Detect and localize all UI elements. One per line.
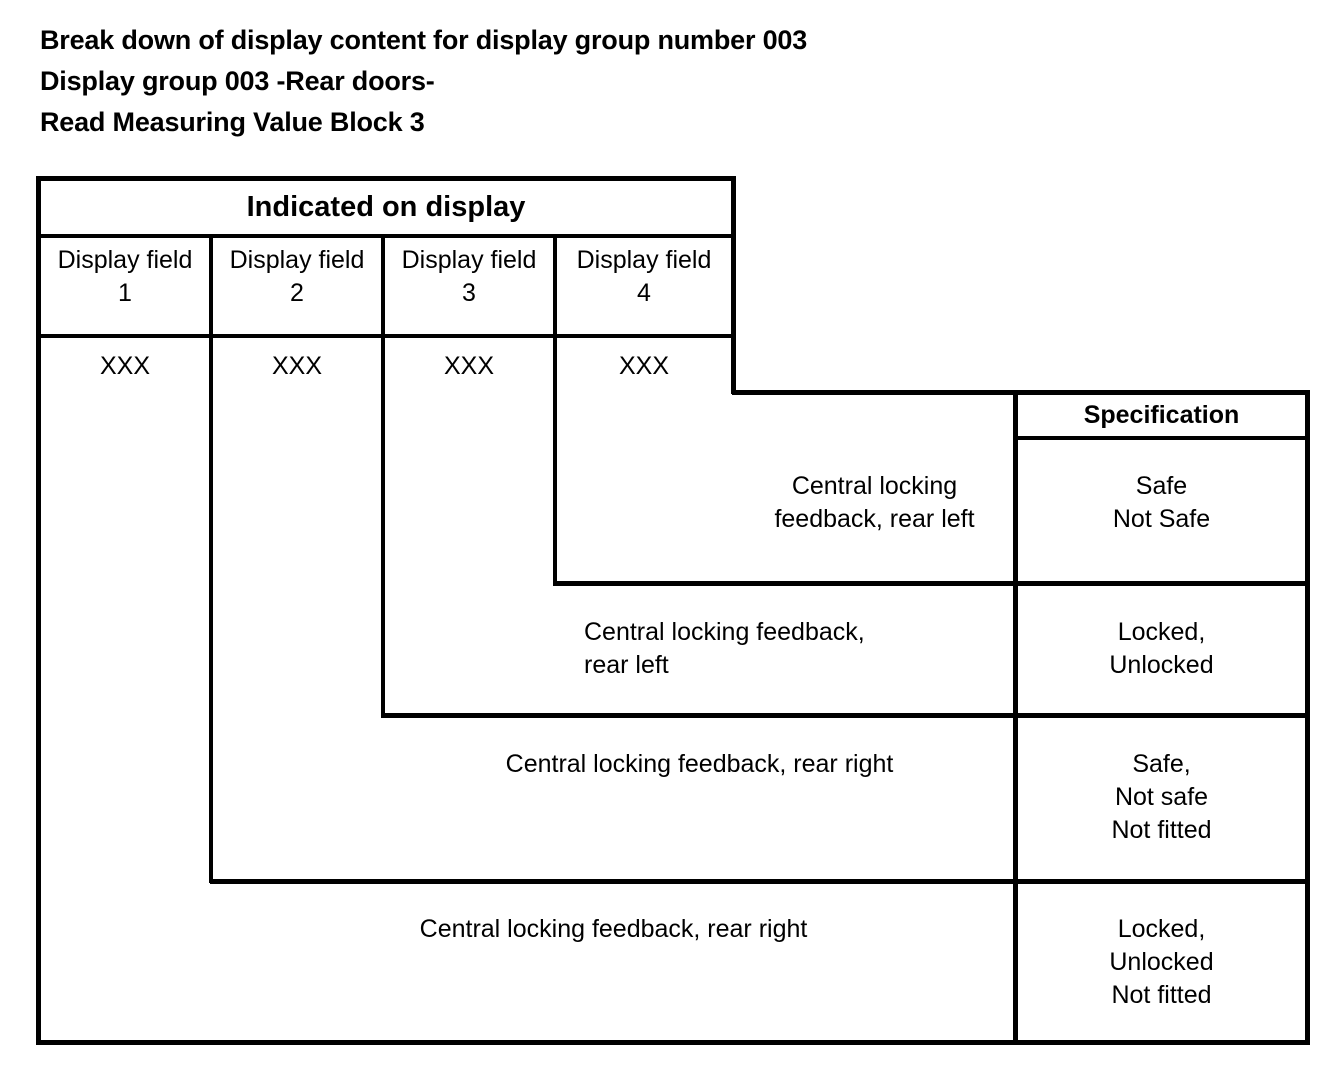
display-field-2-number: 2 xyxy=(290,279,304,307)
divider-field4-right xyxy=(731,176,736,394)
row-4-description: Central locking feedback, rear right xyxy=(214,913,1013,1033)
display-field-1-value: XXX xyxy=(99,352,151,380)
row-3-spec-line-2: Not safe xyxy=(1114,783,1209,811)
row-3-specification: Safe, Not safe Not fitted xyxy=(1018,748,1305,868)
row-1-description-line-2: feedback, rear left xyxy=(774,505,975,533)
table-border-right xyxy=(1305,390,1310,1045)
divider-description-specification xyxy=(1013,390,1018,1045)
row-1-specification: Safe Not Safe xyxy=(1018,470,1305,550)
heading-line-3: Read Measuring Value Block 3 xyxy=(40,107,425,137)
row-2-description-line-2: rear left xyxy=(584,651,669,679)
rule-row1-row2 xyxy=(554,581,1310,586)
row-4-spec-line-2: Unlocked xyxy=(1109,948,1214,976)
display-field-4-label: Display field xyxy=(576,246,712,274)
row-1-spec-line-2: Not Safe xyxy=(1112,505,1211,533)
table-border-top xyxy=(36,176,735,181)
row-1-spec-line-1: Safe xyxy=(1135,472,1188,500)
row-3-spec-line-1: Safe, xyxy=(1132,750,1191,778)
display-field-4-header: Display field 4 xyxy=(557,238,731,334)
rule-row3-row4 xyxy=(210,879,1310,884)
display-field-1-header: Display field 1 xyxy=(41,238,209,334)
table-border-bottom xyxy=(36,1040,1310,1045)
row-1-description: Central locking feedback, rear left xyxy=(736,470,1013,550)
rule-row2-row3 xyxy=(382,713,1310,718)
indicated-on-display-header: Indicated on display xyxy=(246,191,526,223)
table-border-left xyxy=(36,176,41,1045)
divider-field2-field3 xyxy=(381,238,385,718)
rule-row1-top xyxy=(732,390,1310,395)
display-field-1-number: 1 xyxy=(118,279,132,307)
display-field-3-number: 3 xyxy=(462,279,476,307)
display-field-2-header: Display field 2 xyxy=(213,238,381,334)
row-2-description: Central locking feedback, rear left xyxy=(584,616,1013,696)
display-field-2-value: XXX xyxy=(271,352,323,380)
row-4-spec-line-1: Locked, xyxy=(1117,915,1206,943)
display-field-4-number: 4 xyxy=(637,279,651,307)
row-4-specification: Locked, Unlocked Not fitted xyxy=(1018,913,1305,1033)
row-3-description: Central locking feedback, rear right xyxy=(386,748,1013,868)
rule-under-specification-header xyxy=(1014,436,1310,440)
row-3-description-line-1: Central locking feedback, rear right xyxy=(505,750,894,778)
display-field-4-value: XXX xyxy=(618,352,670,380)
rule-under-display-fields xyxy=(36,334,735,338)
rule-under-indicated-header xyxy=(36,234,735,238)
document-heading: Break down of display content for displa… xyxy=(40,20,1140,143)
heading-line-2: Display group 003 -Rear doors- xyxy=(40,66,435,96)
display-field-2-label: Display field xyxy=(229,246,365,274)
display-field-3-label: Display field xyxy=(401,246,537,274)
row-4-description-line-1: Central locking feedback, rear right xyxy=(419,915,808,943)
row-2-description-line-1: Central locking feedback, xyxy=(584,618,865,646)
divider-field1-field2 xyxy=(209,238,213,883)
row-3-spec-line-3: Not fitted xyxy=(1111,816,1212,844)
row-2-spec-line-1: Locked, xyxy=(1117,618,1206,646)
row-1-description-line-1: Central locking xyxy=(791,472,958,500)
display-field-3-header: Display field 3 xyxy=(385,238,553,334)
row-4-spec-line-3: Not fitted xyxy=(1111,981,1212,1009)
display-field-1-label: Display field xyxy=(57,246,193,274)
row-2-specification: Locked, Unlocked xyxy=(1018,616,1305,696)
divider-field3-field4 xyxy=(553,238,557,586)
display-field-3-value: XXX xyxy=(443,352,495,380)
specification-header: Specification xyxy=(1083,401,1240,429)
row-2-spec-line-2: Unlocked xyxy=(1109,651,1214,679)
heading-line-1: Break down of display content for displa… xyxy=(40,25,808,55)
